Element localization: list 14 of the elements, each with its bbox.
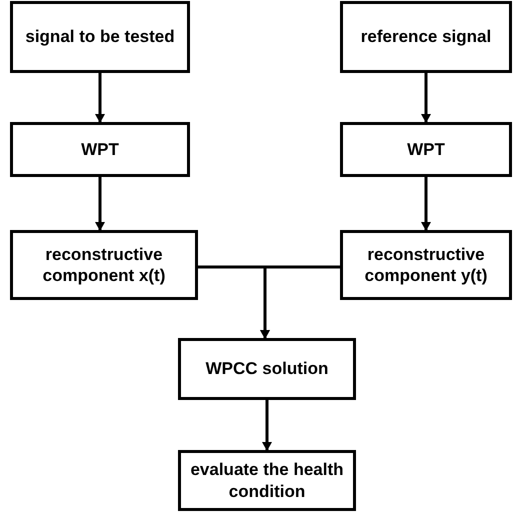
process-box: signal to be tested [10, 1, 190, 73]
arrow [421, 73, 431, 123]
process-box: reconstructive component x(t) [10, 230, 198, 300]
arrow [421, 177, 431, 231]
process-box: WPT [10, 122, 190, 177]
process-box: evaluate the health condition [178, 450, 356, 511]
process-box: WPCC solution [178, 338, 356, 400]
arrow [95, 73, 105, 123]
process-box: WPT [340, 122, 512, 177]
arrow [262, 400, 272, 451]
process-box: reference signal [340, 1, 512, 73]
arrow [260, 266, 340, 339]
process-box: reconstructive component y(t) [340, 230, 512, 300]
arrow [95, 177, 105, 231]
